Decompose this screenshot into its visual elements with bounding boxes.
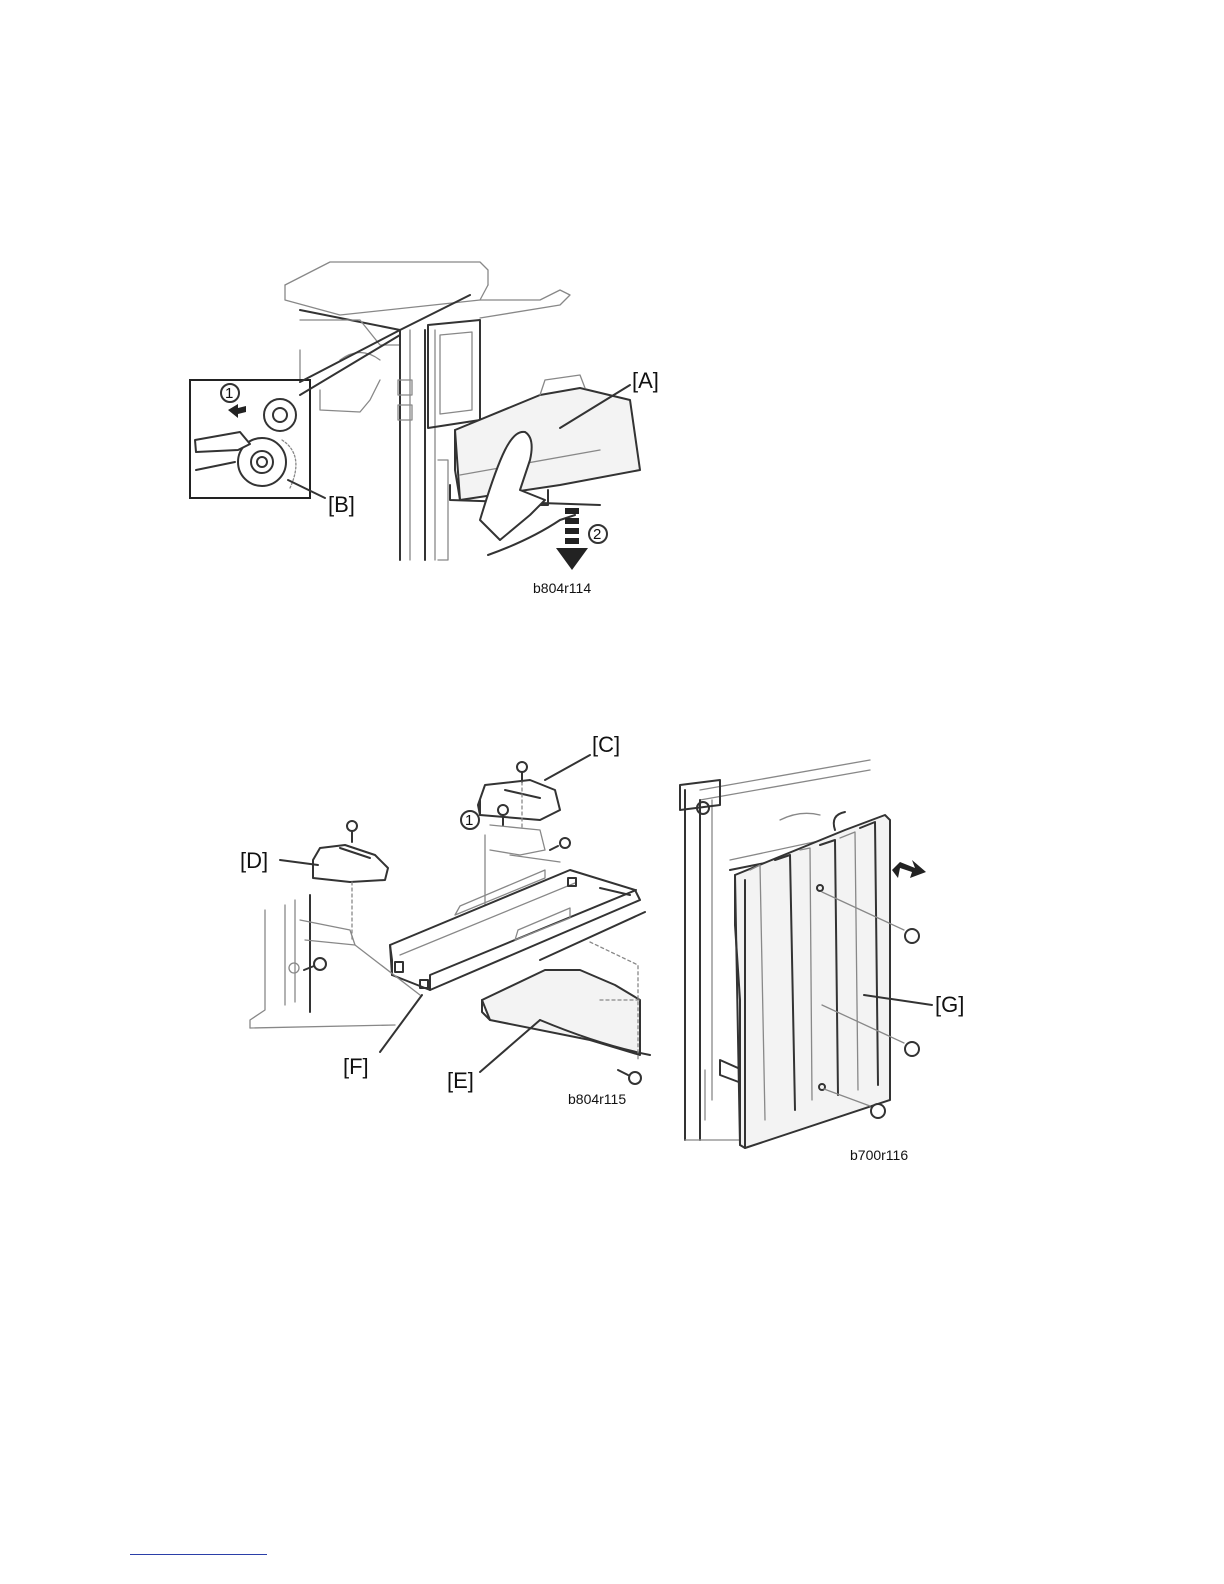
figure-code: b804r114	[533, 580, 591, 596]
paper-tray-a	[450, 375, 640, 505]
step-1: 1	[225, 385, 233, 402]
inset-gear-detail	[190, 330, 400, 498]
gear-icon	[264, 399, 296, 431]
label-b: [B]	[328, 492, 355, 517]
label-a: [A]	[632, 368, 659, 393]
arrow-icon	[556, 508, 588, 570]
step-2: 2	[593, 526, 601, 543]
footer-divider	[130, 1554, 267, 1555]
